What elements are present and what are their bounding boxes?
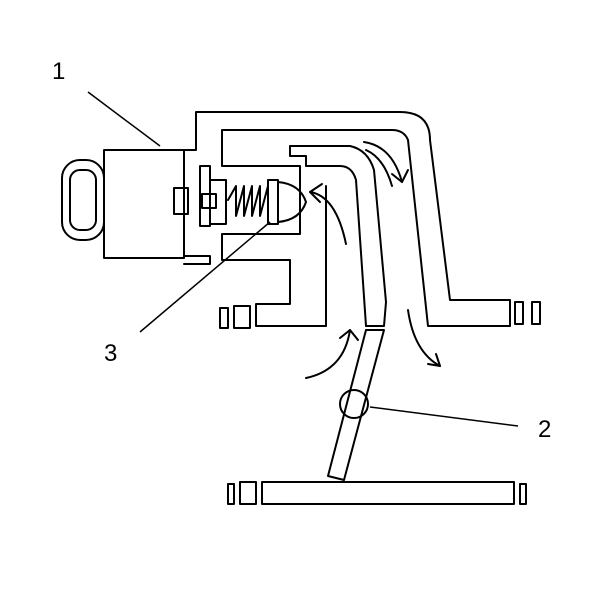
connector-plug bbox=[61, 149, 189, 259]
callout-label-1: 1 bbox=[52, 58, 66, 85]
leader-line-2 bbox=[369, 406, 519, 427]
valve-housing bbox=[159, 111, 541, 329]
valve-spring-assembly bbox=[199, 165, 307, 227]
callout-label-2: 2 bbox=[538, 416, 552, 443]
callout-label-3: 3 bbox=[104, 340, 118, 367]
leader-line-1 bbox=[87, 91, 161, 147]
lever-pivot bbox=[327, 329, 385, 481]
base-bar bbox=[227, 481, 527, 505]
leader-line-3 bbox=[139, 221, 271, 333]
flow-arrows bbox=[305, 141, 441, 379]
